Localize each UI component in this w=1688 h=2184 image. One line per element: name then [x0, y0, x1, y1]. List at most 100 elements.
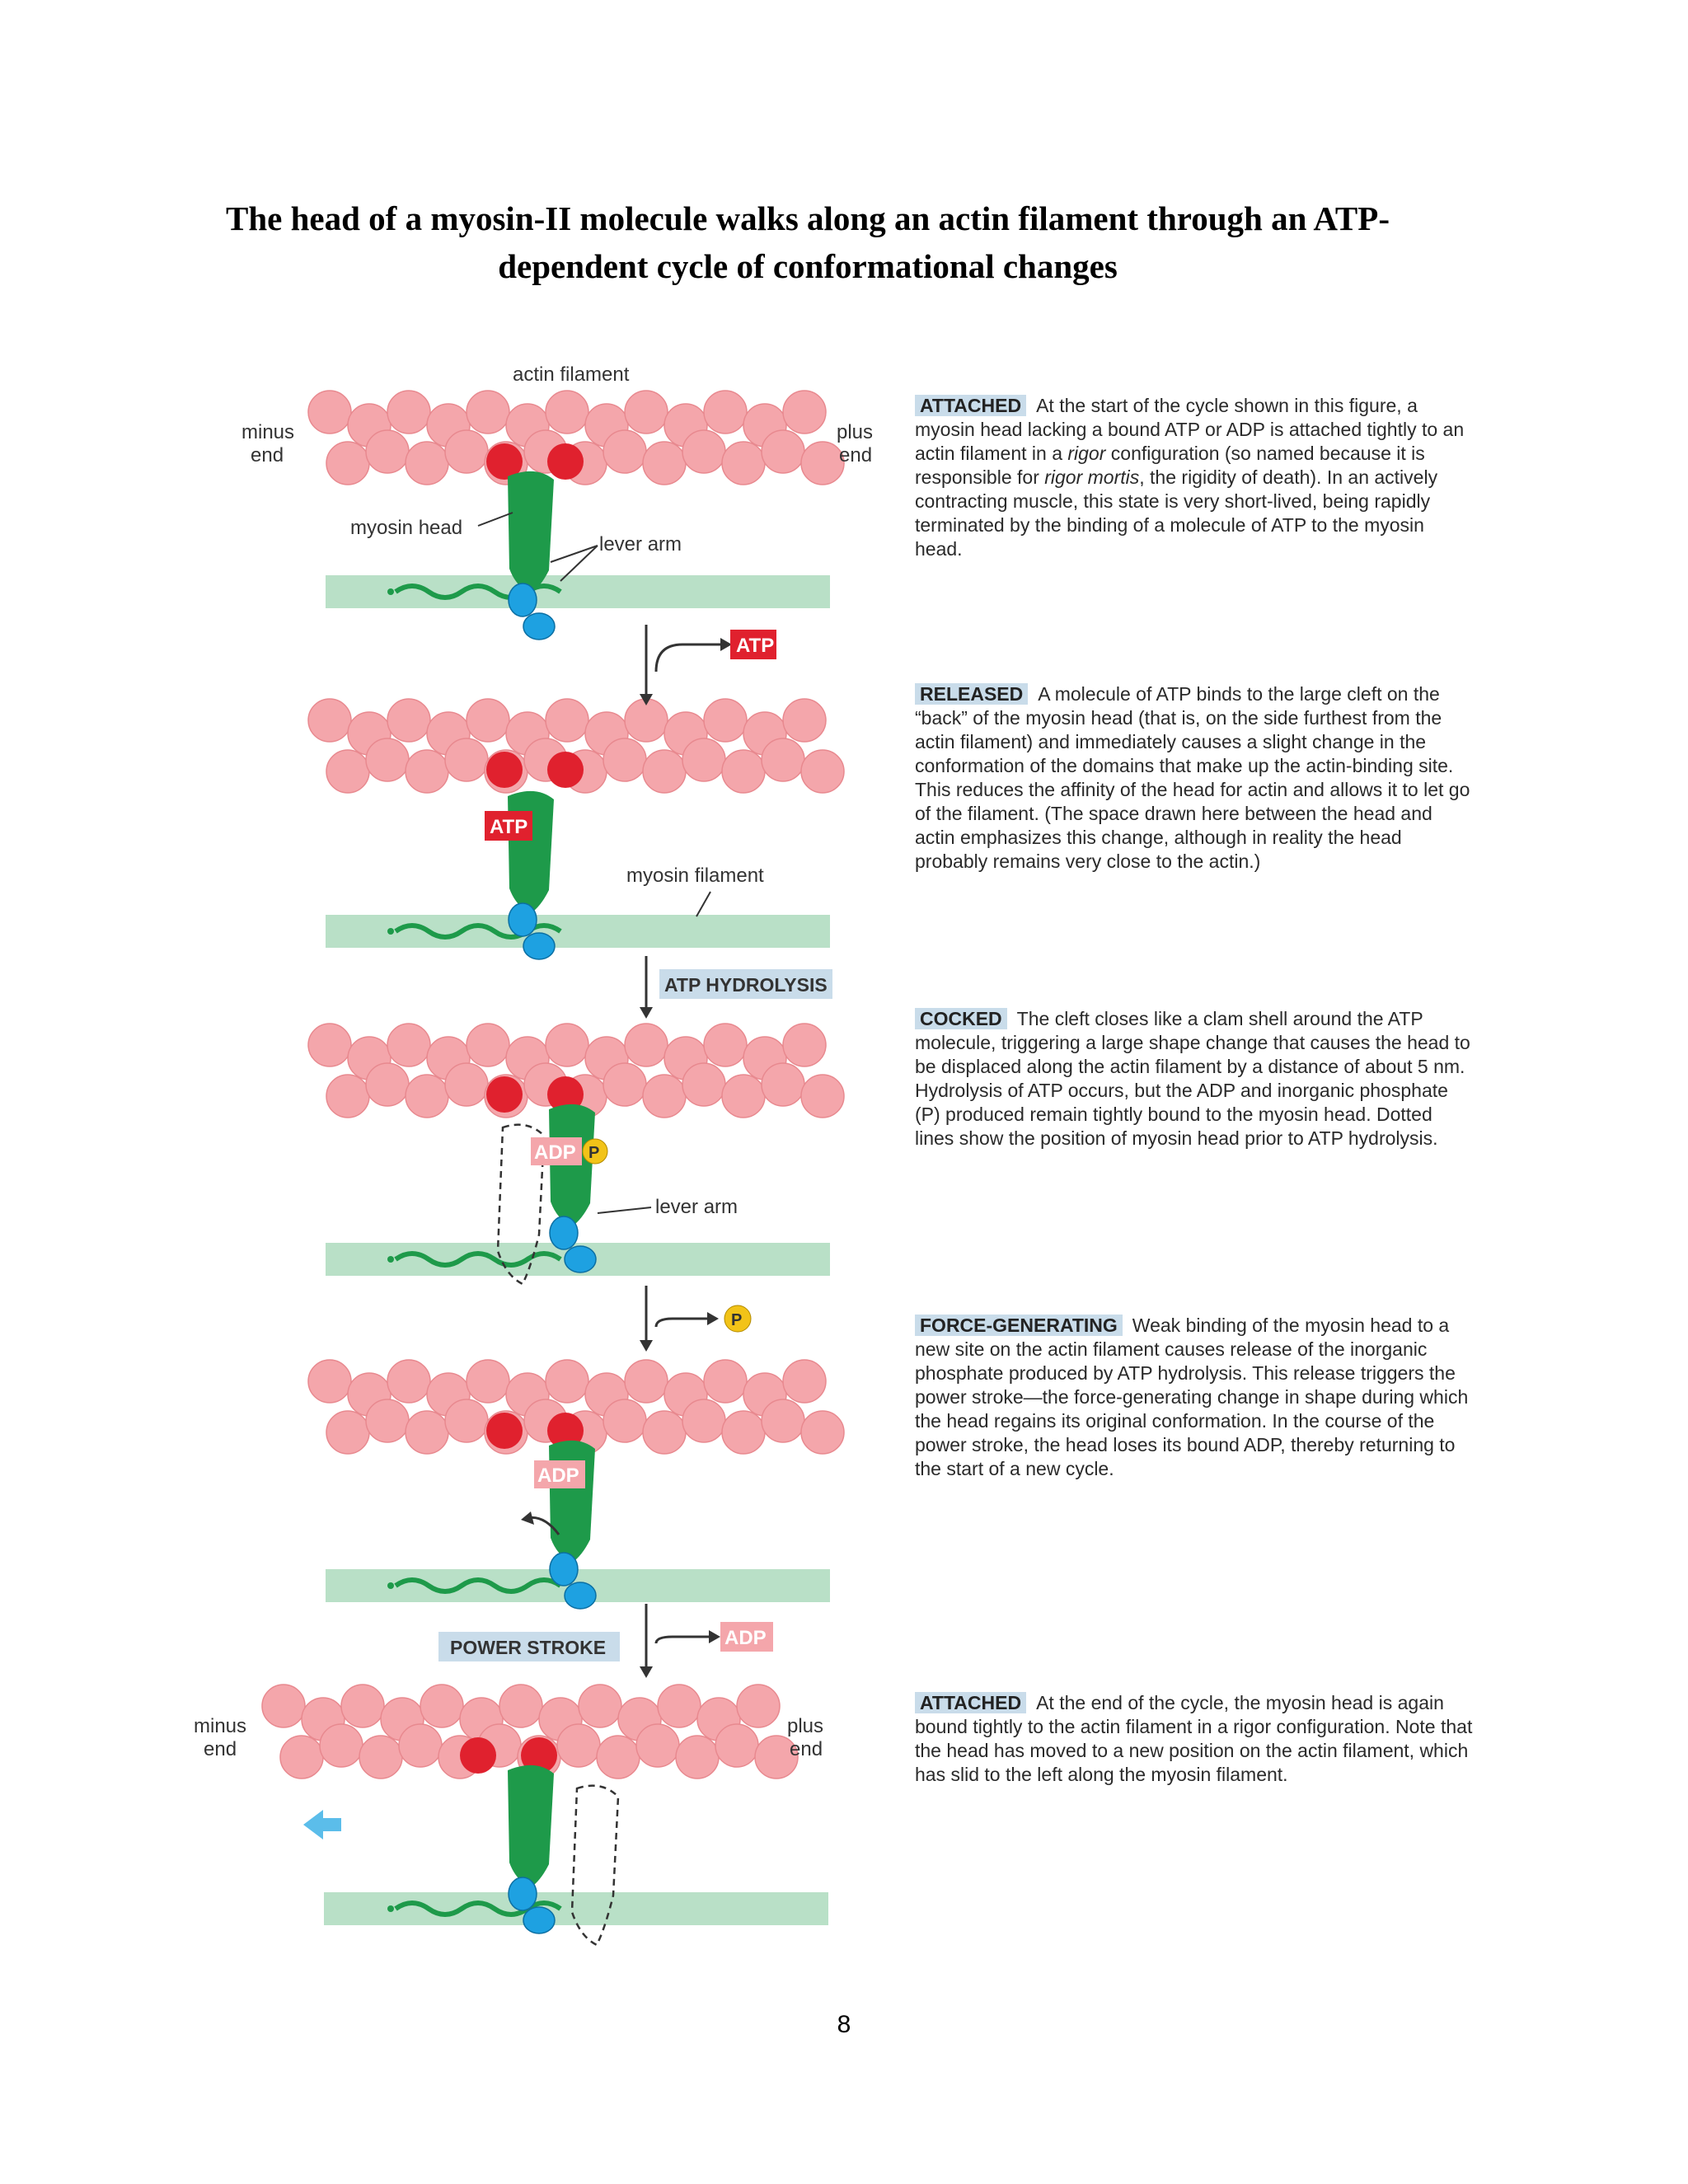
actin-bead: [365, 1062, 410, 1107]
actin-bead: [365, 1399, 410, 1443]
stage-text-released: A molecule of ATP binds to the large cle…: [915, 683, 1470, 872]
myosin-tail-dot: [387, 928, 394, 935]
lever-arm-label-cocked: lever arm: [655, 1196, 738, 1218]
atp-bound-tag-text: ATP: [490, 816, 528, 838]
myosin-head: [508, 790, 554, 913]
actin-bead: [782, 1023, 827, 1067]
actin-bead: [444, 738, 489, 782]
actin-bead: [721, 1410, 766, 1455]
stage-heading-attached-end: ATTACHED: [915, 1692, 1027, 1713]
stage-text-attached-1: At the start of the cycle shown in this …: [915, 395, 1465, 464]
actin-bead: [721, 1074, 766, 1118]
actin-bead: [405, 441, 449, 485]
myosin-head: [508, 1765, 554, 1887]
stage-text-attached-rigor-mortis: rigor mortis: [1044, 466, 1140, 488]
actin-bead: [703, 390, 748, 434]
actin-bead: [800, 749, 845, 794]
actin-bead: [420, 1684, 464, 1728]
cycle-arrowhead-1: [640, 694, 653, 705]
phosphate-released-icon: [724, 1305, 752, 1333]
actin-bead: [387, 1023, 431, 1067]
actin-bead: [624, 1023, 668, 1067]
stage-text-attached-rigor: rigor: [1067, 443, 1106, 464]
lever-arm-domain: [523, 1906, 556, 1934]
actin-bead: [405, 1410, 449, 1455]
actin-bead: [800, 441, 845, 485]
stage-text-force-generating: Weak binding of the myosin head to a new…: [915, 1315, 1469, 1479]
actin-bead: [642, 441, 687, 485]
atp-hydrolysis-text: ATP HYDROLYSIS: [664, 974, 828, 996]
actin-bead: [279, 1735, 324, 1779]
actin-binding-site: [486, 443, 523, 480]
stage-heading-released: RELEASED: [915, 683, 1029, 705]
actin-bead: [721, 749, 766, 794]
actin-bead: [466, 698, 510, 743]
plus-end-label-bottom: end: [790, 1738, 823, 1760]
actin-bead: [307, 1359, 352, 1404]
actin-bead: [761, 738, 805, 782]
phosphate-release-arrowhead: [707, 1312, 719, 1325]
stage-4-drawing: [307, 1359, 845, 1610]
actin-bead: [635, 1723, 680, 1768]
phosphate-bound-icon: [582, 1138, 608, 1165]
actin-bead: [721, 441, 766, 485]
lever-arm-domain: [523, 612, 556, 640]
myosin-filament-pointer: [696, 891, 711, 917]
myosin-tail-wave: [394, 1251, 562, 1268]
stage-heading-cocked: COCKED: [915, 1008, 1007, 1029]
actin-bead: [307, 698, 352, 743]
phosphate-bound-text: P: [588, 1144, 599, 1162]
myosin-tail-dot: [387, 1582, 394, 1589]
atp-input-arrowhead: [720, 638, 732, 651]
adp-released-tag: [720, 1622, 773, 1652]
myosin-filament-bar: [326, 915, 830, 948]
actin-bead: [398, 1723, 443, 1768]
page-number: 8: [837, 2011, 851, 2038]
actin-bead: [387, 1359, 431, 1404]
myosin-tail-dot: [387, 1256, 394, 1263]
actin-bead: [499, 1684, 543, 1728]
actin-binding-site: [547, 1413, 584, 1449]
power-stroke-text: POWER STROKE: [450, 1637, 606, 1658]
actin-bead: [800, 1410, 845, 1455]
lever-arm-domain: [549, 1552, 579, 1586]
actin-bead: [365, 429, 410, 474]
stage-5-drawing: [261, 1684, 828, 1947]
actin-bead: [603, 1399, 647, 1443]
actin-bead: [603, 738, 647, 782]
stage-1-drawing: [307, 390, 845, 640]
adp-released-text: ADP: [724, 1627, 767, 1649]
myosin-filament-label: myosin filament: [626, 865, 764, 887]
atp-input-arrow: [654, 643, 725, 673]
lever-arm-domain: [549, 1216, 579, 1250]
actin-binding-site: [521, 1737, 557, 1774]
atp-bound-tag: [485, 811, 532, 841]
lever-arm-pointer-cocked: [597, 1207, 652, 1214]
actin-bead: [387, 698, 431, 743]
actin-bead: [326, 1410, 370, 1455]
actin-bead: [326, 1074, 370, 1118]
myosin-filament-bar: [326, 575, 830, 608]
plus-label-bottom: plus: [787, 1715, 823, 1737]
stage-3-drawing: [307, 1023, 845, 1286]
actin-bead: [466, 1023, 510, 1067]
page-title: The head of a myosin-II molecule walks a…: [124, 194, 1492, 290]
actin-bead: [624, 1359, 668, 1404]
stage-heading-attached: ATTACHED: [915, 395, 1027, 416]
actin-bead: [444, 1399, 489, 1443]
power-stroke-tag: [438, 1632, 620, 1661]
actin-binding-site: [547, 1076, 584, 1113]
actin-binding-site: [486, 1413, 523, 1449]
actin-bead: [359, 1735, 403, 1779]
adp-tag-force-text: ADP: [537, 1465, 579, 1487]
actin-bead: [405, 1074, 449, 1118]
actin-bead: [761, 429, 805, 474]
actin-bead: [657, 1684, 701, 1728]
figure-stages: [261, 390, 845, 1947]
atp-tag-transition: [730, 630, 776, 659]
actin-bead: [782, 390, 827, 434]
